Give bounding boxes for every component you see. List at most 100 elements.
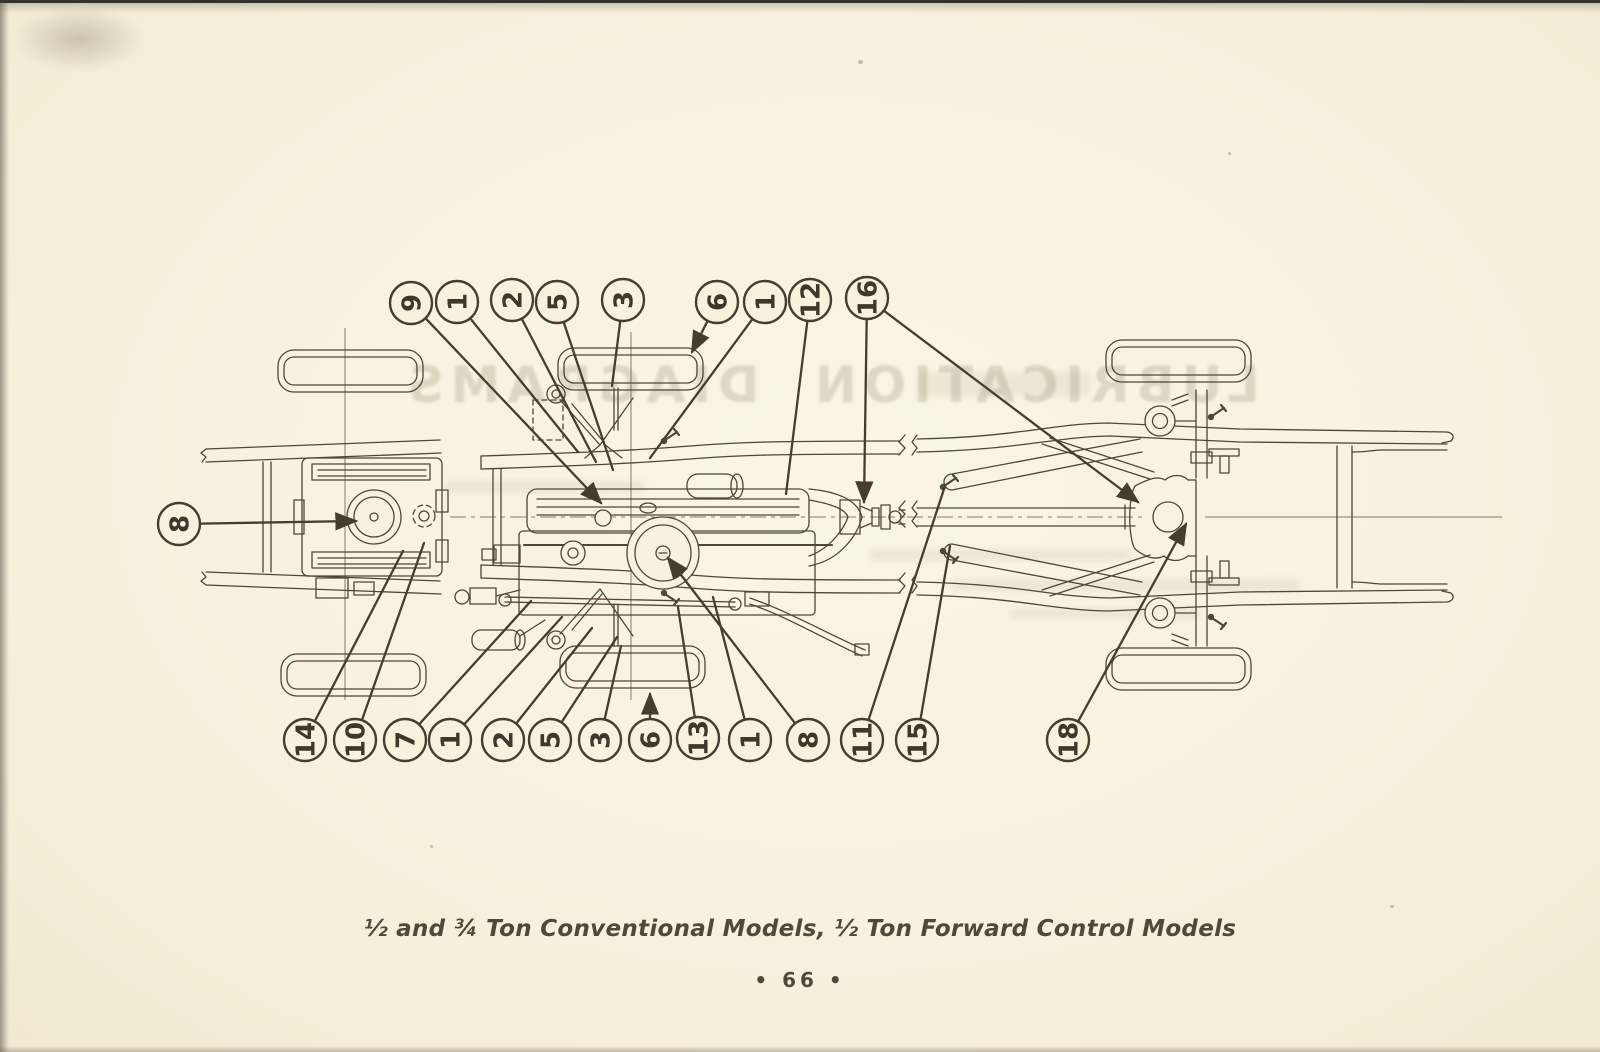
lower-suspension bbox=[546, 588, 634, 650]
callout-circle bbox=[332, 717, 378, 763]
callout-circle bbox=[388, 280, 434, 326]
callout-number: 11 bbox=[848, 722, 878, 758]
callout-11: 11 bbox=[839, 487, 946, 763]
callout-number: 2 bbox=[498, 291, 528, 309]
wheel bbox=[1105, 339, 1252, 383]
paper-speck bbox=[1390, 905, 1394, 908]
callout-number: 5 bbox=[543, 293, 573, 311]
callout-number: 3 bbox=[586, 731, 616, 749]
callout-2: 2 bbox=[489, 277, 598, 464]
callout-number: 6 bbox=[703, 293, 733, 311]
callout-leader-line bbox=[648, 317, 754, 460]
callout-leader-line bbox=[560, 635, 619, 724]
callout-number: 1 bbox=[736, 731, 766, 749]
frame-break-mark bbox=[898, 434, 906, 594]
callout-circle bbox=[694, 279, 740, 325]
callout-leader-line bbox=[919, 544, 952, 721]
callout-number: 1 bbox=[443, 293, 473, 311]
paper-speck bbox=[1228, 152, 1231, 155]
callout-1: 1 bbox=[434, 279, 580, 454]
figure-caption: ½ and ¾ Ton Conventional Models, ½ Ton F… bbox=[363, 916, 1237, 942]
callout-circle bbox=[742, 279, 788, 325]
callout-number: 16 bbox=[853, 280, 883, 316]
callout-circle bbox=[434, 279, 480, 325]
callout-number: 2 bbox=[489, 731, 519, 749]
callout-1: 1 bbox=[427, 615, 564, 763]
callout-circle bbox=[785, 717, 831, 763]
callout-16: 16 bbox=[844, 275, 1140, 505]
callout-7: 7 bbox=[382, 599, 533, 763]
callout-3: 3 bbox=[600, 277, 646, 388]
callout-number: 14 bbox=[291, 722, 321, 758]
scan-edge-left bbox=[0, 0, 9, 1052]
paper-speck bbox=[430, 845, 433, 848]
callout-circle bbox=[675, 715, 721, 761]
callout-13: 13 bbox=[675, 605, 721, 761]
callout-circle bbox=[489, 277, 535, 323]
callout-leader-line bbox=[1076, 521, 1188, 723]
callout-circle bbox=[839, 717, 885, 763]
callout-leader-line bbox=[711, 595, 746, 721]
callout-1: 1 bbox=[711, 595, 773, 763]
ghost-text-bar bbox=[870, 549, 1130, 561]
callout-circle bbox=[727, 717, 773, 763]
callout-number: 7 bbox=[391, 731, 421, 749]
callout-leader-line bbox=[198, 512, 359, 531]
callout-5: 5 bbox=[527, 635, 619, 763]
wheel bbox=[1105, 647, 1252, 691]
callout-leader-line bbox=[562, 320, 615, 472]
callout-circle bbox=[1045, 717, 1091, 763]
frame-break-mark bbox=[911, 434, 918, 594]
callout-2: 2 bbox=[480, 626, 594, 763]
callout-circle bbox=[627, 717, 673, 763]
callout-leader-line bbox=[882, 309, 1140, 504]
callout-6: 6 bbox=[627, 691, 673, 763]
callout-circle bbox=[844, 275, 890, 321]
conventional-front-view bbox=[454, 347, 906, 689]
callout-circle bbox=[600, 277, 646, 323]
engine-assembly bbox=[471, 473, 906, 657]
upper-suspension bbox=[532, 384, 634, 459]
callout-18: 18 bbox=[1045, 521, 1188, 763]
ghost-text-bar bbox=[920, 372, 1090, 396]
callout-circle bbox=[480, 717, 526, 763]
rear-axle-view bbox=[911, 339, 1454, 691]
callout-leader-line bbox=[462, 615, 564, 726]
callout-number: 8 bbox=[165, 515, 195, 533]
scan-edge-bottom bbox=[0, 1046, 1600, 1052]
callout-circle bbox=[577, 717, 623, 763]
scan-smudge bbox=[14, 6, 144, 72]
callout-number: 1 bbox=[436, 731, 466, 749]
scan-edge-top-shadow bbox=[0, 3, 1600, 13]
callout-number: 1 bbox=[751, 293, 781, 311]
callout-8: 8 bbox=[156, 501, 359, 547]
callout-leader-line bbox=[676, 605, 696, 719]
callout-leader-line bbox=[855, 317, 874, 505]
callout-circle bbox=[427, 717, 473, 763]
callout-3: 3 bbox=[577, 644, 623, 763]
callout-leader-line bbox=[424, 317, 603, 505]
callout-leader-line bbox=[469, 317, 580, 454]
callout-number: 18 bbox=[1054, 722, 1084, 758]
callout-leader-line bbox=[867, 487, 946, 722]
forward-control-front-view bbox=[200, 349, 449, 697]
callout-6: 6 bbox=[690, 279, 740, 355]
callout-number: 15 bbox=[903, 722, 933, 758]
callout-leader-line bbox=[313, 549, 405, 723]
callout-number: 10 bbox=[341, 722, 371, 758]
callout-circle bbox=[894, 717, 940, 763]
callout-circle bbox=[527, 717, 573, 763]
callout-number: 12 bbox=[796, 282, 826, 318]
callout-1: 1 bbox=[648, 279, 788, 460]
callout-number: 5 bbox=[536, 731, 566, 749]
steering-linkage bbox=[454, 587, 742, 611]
paper-speck bbox=[858, 60, 863, 64]
callout-number: 6 bbox=[636, 731, 666, 749]
callout-circle bbox=[382, 717, 428, 763]
callout-9: 9 bbox=[388, 280, 603, 505]
callout-number: 3 bbox=[609, 291, 639, 309]
callout-15: 15 bbox=[894, 544, 952, 763]
callout-14: 14 bbox=[282, 549, 405, 763]
